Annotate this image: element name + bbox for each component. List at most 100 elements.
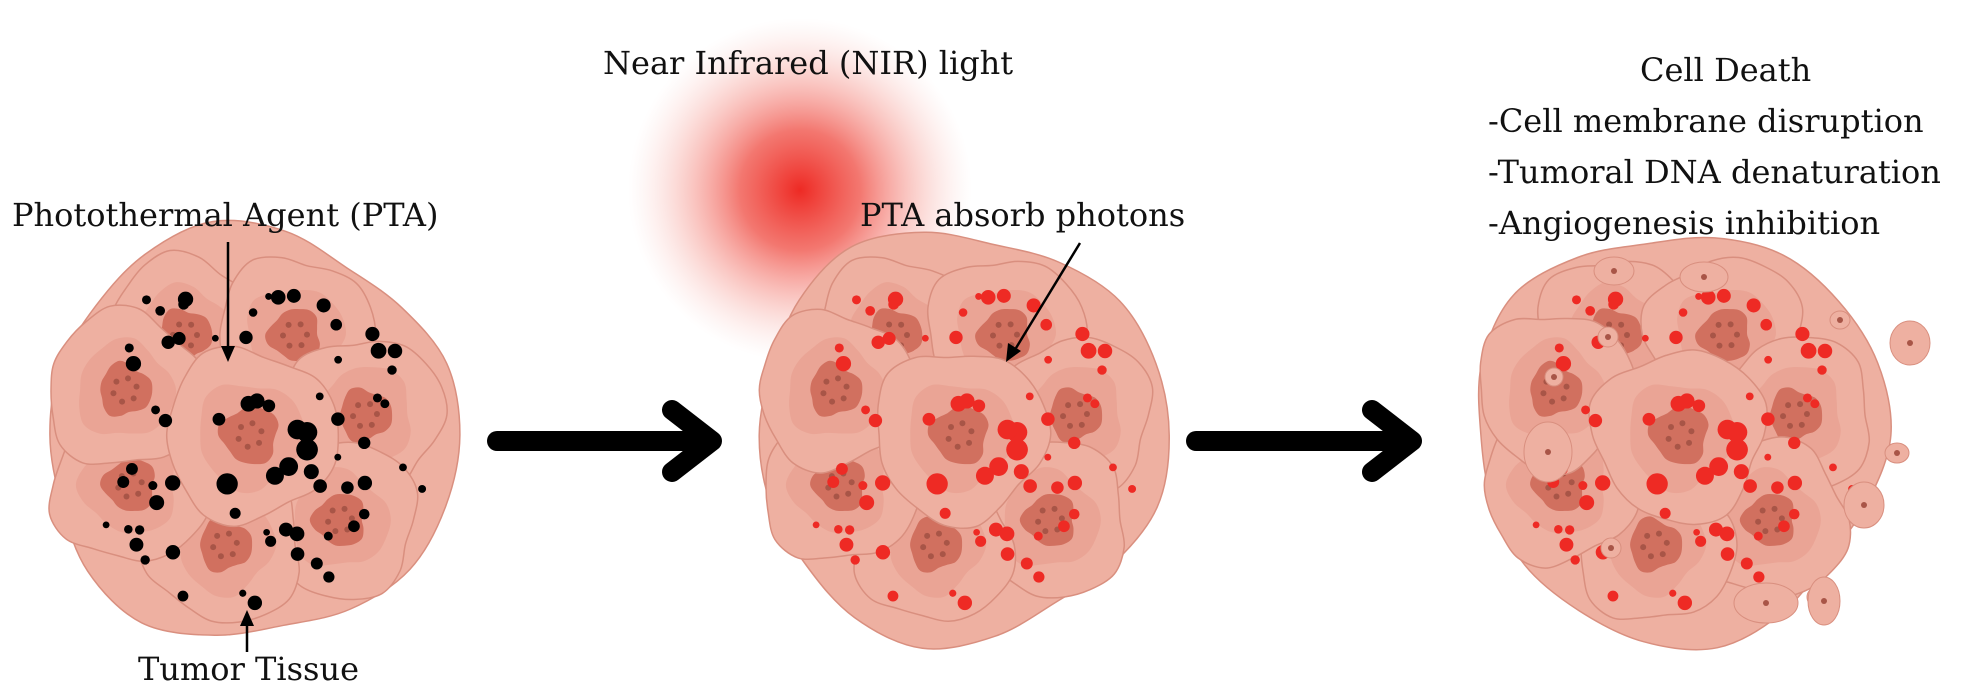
nucleus-dot	[1640, 544, 1647, 551]
nucleus-dot	[325, 518, 332, 525]
nucleus-dot	[840, 395, 847, 402]
pta-particle	[1572, 295, 1581, 305]
nucleus-dot	[1035, 518, 1042, 525]
nucleus-dot	[1624, 332, 1630, 338]
pta-particle	[1695, 292, 1703, 300]
pta-particle	[1829, 463, 1837, 472]
debris-dot	[1894, 450, 1900, 456]
nucleus-dot	[1663, 539, 1670, 546]
pta-particle	[949, 330, 963, 345]
pta-particle	[1700, 290, 1716, 305]
nucleus	[910, 516, 963, 573]
pta-particle	[1692, 399, 1706, 413]
nucleus-dot	[235, 435, 242, 442]
tumor-label: Tumor Tissue	[138, 650, 359, 688]
nucleus-dot	[995, 321, 1002, 328]
pta-particle	[1717, 419, 1738, 440]
nucleus-dot	[233, 539, 240, 546]
process-arrow-1	[487, 400, 722, 482]
nucleus	[265, 308, 320, 362]
pta-particle	[887, 590, 899, 602]
pta-particle	[1097, 343, 1113, 359]
pta-particle	[334, 453, 342, 461]
pta-particle	[1669, 589, 1677, 597]
debris-dot	[1605, 334, 1611, 340]
nucleus	[217, 406, 279, 465]
pta-particle	[331, 412, 345, 426]
debris-dot	[1608, 545, 1614, 551]
pta-particle	[124, 525, 133, 534]
pta-particle	[1740, 557, 1753, 570]
nucleus-dot	[1771, 505, 1778, 512]
pta-particle	[926, 473, 948, 495]
nucleus-dot	[285, 321, 292, 328]
pta-particle	[348, 520, 360, 533]
nucleus-dot	[1665, 435, 1672, 442]
debris-dot	[1907, 340, 1913, 346]
pta-particle	[921, 334, 929, 342]
debris-dot	[1545, 449, 1551, 455]
pta-particle	[418, 484, 427, 493]
nucleus-dot	[1065, 402, 1072, 409]
nucleus-dot	[898, 321, 905, 328]
nucleus-dot	[1540, 390, 1547, 397]
pta-particle	[859, 495, 875, 511]
nucleus	[927, 406, 989, 465]
nucleus-dot	[904, 332, 910, 338]
nucleus-dot	[1710, 332, 1717, 339]
nucleus-dot	[966, 439, 973, 446]
pta-particle	[997, 419, 1018, 440]
pta-particle	[263, 528, 270, 536]
pta-particle	[834, 525, 843, 534]
pta-particle	[1733, 464, 1749, 480]
nucleus-dot	[188, 321, 195, 328]
pta-particle	[247, 595, 263, 611]
pta-particle	[844, 525, 855, 535]
pta-particle	[827, 476, 840, 488]
nucleus-dot	[1668, 424, 1675, 431]
nucleus-dot	[848, 479, 855, 486]
pta-particle	[1771, 481, 1784, 494]
pta-particle	[1646, 473, 1668, 495]
nucleus-dot	[1647, 553, 1654, 560]
nucleus-dot	[350, 413, 357, 420]
debris-dot	[1701, 274, 1707, 280]
nucleus-dot	[373, 411, 380, 418]
pta-particle	[358, 508, 370, 520]
nucleus-dot	[176, 321, 183, 328]
nucleus-dot	[1727, 321, 1734, 328]
pta-particle	[958, 308, 968, 317]
pta-particle	[999, 526, 1015, 542]
pta-particle	[211, 334, 219, 342]
debris-dot	[1861, 502, 1867, 508]
pta-particle	[1026, 298, 1041, 313]
pta-particle	[287, 419, 308, 440]
pta-particle	[835, 356, 852, 372]
pta-particle	[399, 463, 407, 472]
absorb-pointer-arrow	[1006, 242, 1082, 362]
pta-particle	[1720, 547, 1735, 561]
pta-particle	[148, 480, 158, 491]
nucleus-dot	[1759, 507, 1766, 514]
nucleus-dot	[1728, 342, 1735, 349]
pta-particle	[1559, 537, 1574, 552]
debris-dot	[1837, 317, 1843, 323]
pta-particle	[323, 571, 335, 583]
pta-particle	[1554, 343, 1564, 353]
pta-particle	[155, 305, 166, 316]
pta-particle	[1068, 508, 1080, 520]
nucleus-dot	[187, 342, 194, 349]
pta-particle	[1708, 522, 1723, 537]
nucleus-dot	[1077, 401, 1084, 408]
nucleus-dot	[119, 398, 126, 405]
pta-particle	[1677, 595, 1693, 611]
nucleus-dot	[348, 515, 355, 522]
pta-particle	[262, 399, 276, 413]
nucleus-dot	[249, 420, 256, 427]
pta-particle	[216, 473, 238, 495]
pta-particle	[1080, 342, 1097, 359]
pta-particle	[1764, 453, 1772, 461]
absorb-label: PTA absorb photons	[860, 196, 1185, 234]
nucleus-dot	[110, 390, 117, 397]
tumor-tissue-2	[758, 231, 1170, 650]
